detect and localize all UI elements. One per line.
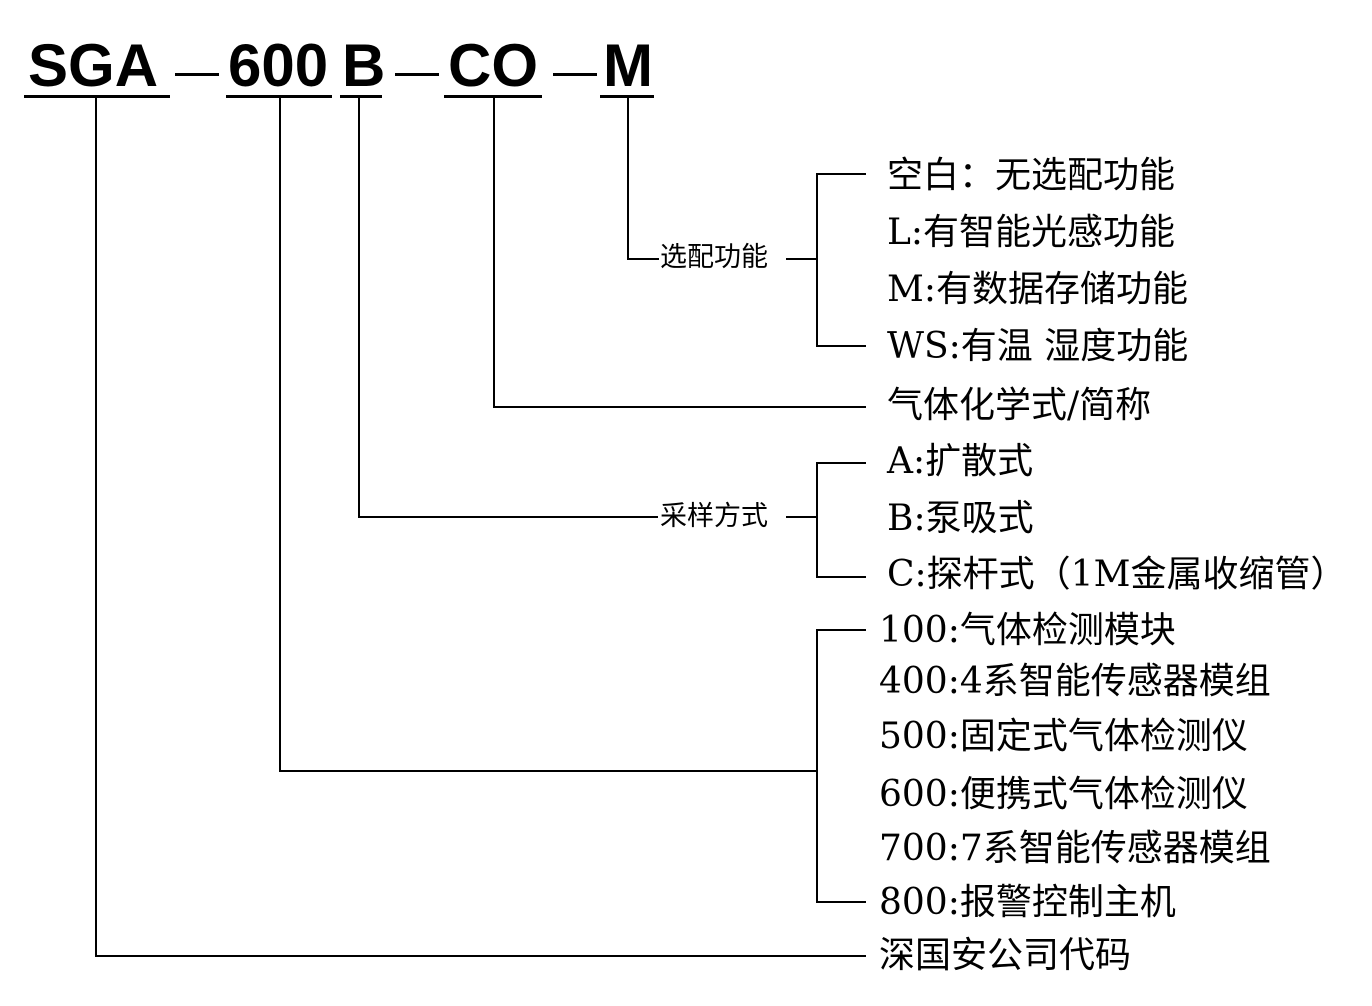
bracket-optional-tick bbox=[816, 173, 866, 175]
code-dash bbox=[395, 73, 439, 76]
connector-optional-horizontal bbox=[627, 258, 659, 260]
option-item: 气体化学式/简称 bbox=[887, 385, 1152, 426]
option-item: 空白：无选配功能 bbox=[887, 155, 1176, 196]
code-underline bbox=[600, 95, 654, 98]
code-segment-optional: M bbox=[603, 32, 653, 99]
code-segment-product: 600 bbox=[228, 32, 329, 99]
option-item: 100:气体检测模块 bbox=[879, 610, 1176, 651]
code-underline bbox=[340, 95, 382, 98]
code-underline bbox=[24, 95, 170, 98]
option-item: 500:固定式气体检测仪 bbox=[879, 716, 1248, 757]
option-item: 400:4系智能传感器模组 bbox=[879, 661, 1271, 702]
connector-optional-vertical bbox=[627, 98, 629, 259]
option-item: 800:报警控制主机 bbox=[879, 882, 1176, 923]
option-item: C:探杆式（1M金属收缩管） bbox=[887, 554, 1347, 595]
code-dash bbox=[553, 73, 597, 76]
bracket-optional bbox=[816, 173, 818, 347]
group-label-optional: 选配功能 bbox=[660, 242, 768, 273]
connector-product-vertical bbox=[279, 98, 281, 772]
group-label-sampling: 采样方式 bbox=[660, 501, 768, 532]
connector-gas-vertical bbox=[493, 98, 495, 408]
code-underline bbox=[226, 95, 332, 98]
connector-sampling-horizontal bbox=[358, 516, 658, 518]
code-dash bbox=[175, 73, 219, 76]
bracket-sampling-tick bbox=[816, 576, 866, 578]
bracket-product bbox=[816, 629, 818, 903]
connector-company-horizontal bbox=[95, 955, 866, 957]
option-item: 700:7系智能传感器模组 bbox=[879, 828, 1271, 869]
option-item: A:扩散式 bbox=[887, 441, 1034, 482]
connector-company-vertical bbox=[95, 98, 97, 957]
option-item: WS:有温 湿度功能 bbox=[887, 326, 1189, 367]
connector-optional-to-bracket bbox=[786, 258, 818, 260]
option-item: 600:便携式气体检测仪 bbox=[879, 774, 1248, 815]
option-item: 深国安公司代码 bbox=[879, 935, 1132, 976]
connector-gas-horizontal bbox=[493, 406, 866, 408]
bracket-optional-tick bbox=[816, 345, 866, 347]
code-segment-sampling: B bbox=[342, 32, 386, 99]
bracket-sampling-tick bbox=[816, 462, 866, 464]
code-segment-gas: CO bbox=[448, 32, 538, 99]
code-underline bbox=[444, 95, 542, 98]
option-item: M:有数据存储功能 bbox=[887, 269, 1188, 310]
connector-product-horizontal bbox=[279, 770, 818, 772]
bracket-sampling bbox=[816, 462, 818, 578]
option-item: B:泵吸式 bbox=[887, 498, 1034, 539]
option-item: L:有智能光感功能 bbox=[887, 212, 1176, 253]
connector-sampling-vertical bbox=[358, 98, 360, 517]
connector-sampling-to-bracket bbox=[786, 516, 818, 518]
bracket-product-tick bbox=[816, 629, 866, 631]
code-segment-company: SGA bbox=[28, 32, 159, 99]
bracket-product-tick bbox=[816, 901, 866, 903]
